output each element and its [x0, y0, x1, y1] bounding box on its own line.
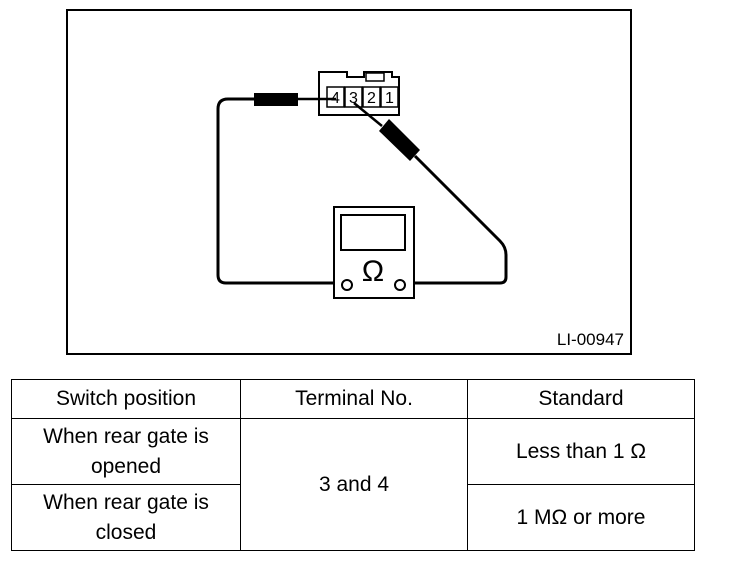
connector-latch — [365, 72, 385, 82]
right-probe-handle — [379, 119, 420, 161]
header-standard: Standard — [467, 379, 695, 419]
switch-position-closed: When rear gate is closed — [11, 484, 241, 551]
standard-closed: 1 MΩ or more — [467, 484, 695, 551]
header-switch-position: Switch position — [11, 379, 241, 419]
switch-position-opened: When rear gate is opened — [11, 418, 241, 485]
table-row: When rear gate is closed 1 MΩ or more — [11, 484, 695, 551]
table-header-row: Switch position Terminal No. Standard — [11, 379, 695, 419]
right-test-lead — [353, 102, 508, 285]
inspection-table: Switch position Terminal No. Standard Wh… — [11, 379, 695, 551]
ohm-symbol: Ω — [362, 255, 384, 288]
figure-id: LI-00947 — [556, 330, 624, 349]
terminal-label-2: 2 — [367, 90, 376, 107]
wiring-diagram: 4 3 2 1 Ω LI-00947 — [66, 9, 632, 355]
terminal-label-1: 1 — [385, 90, 394, 107]
table-row: When rear gate is opened 3 and 4 Less th… — [11, 418, 695, 551]
terminal-boxes — [326, 86, 399, 108]
ohmmeter-terminal-left — [341, 279, 353, 291]
header-terminal-no: Terminal No. — [240, 379, 468, 419]
circuit-illustration: 4 3 2 1 Ω — [216, 71, 508, 299]
left-probe-handle — [254, 93, 298, 106]
terminal-no: 3 and 4 — [240, 418, 468, 551]
standard-opened: Less than 1 Ω — [467, 418, 695, 485]
ohmmeter-display — [340, 214, 406, 251]
left-test-lead — [216, 93, 336, 285]
ohmmeter-terminal-right — [394, 279, 406, 291]
terminal-label-3: 3 — [349, 90, 358, 107]
ohmmeter: Ω — [333, 206, 415, 299]
